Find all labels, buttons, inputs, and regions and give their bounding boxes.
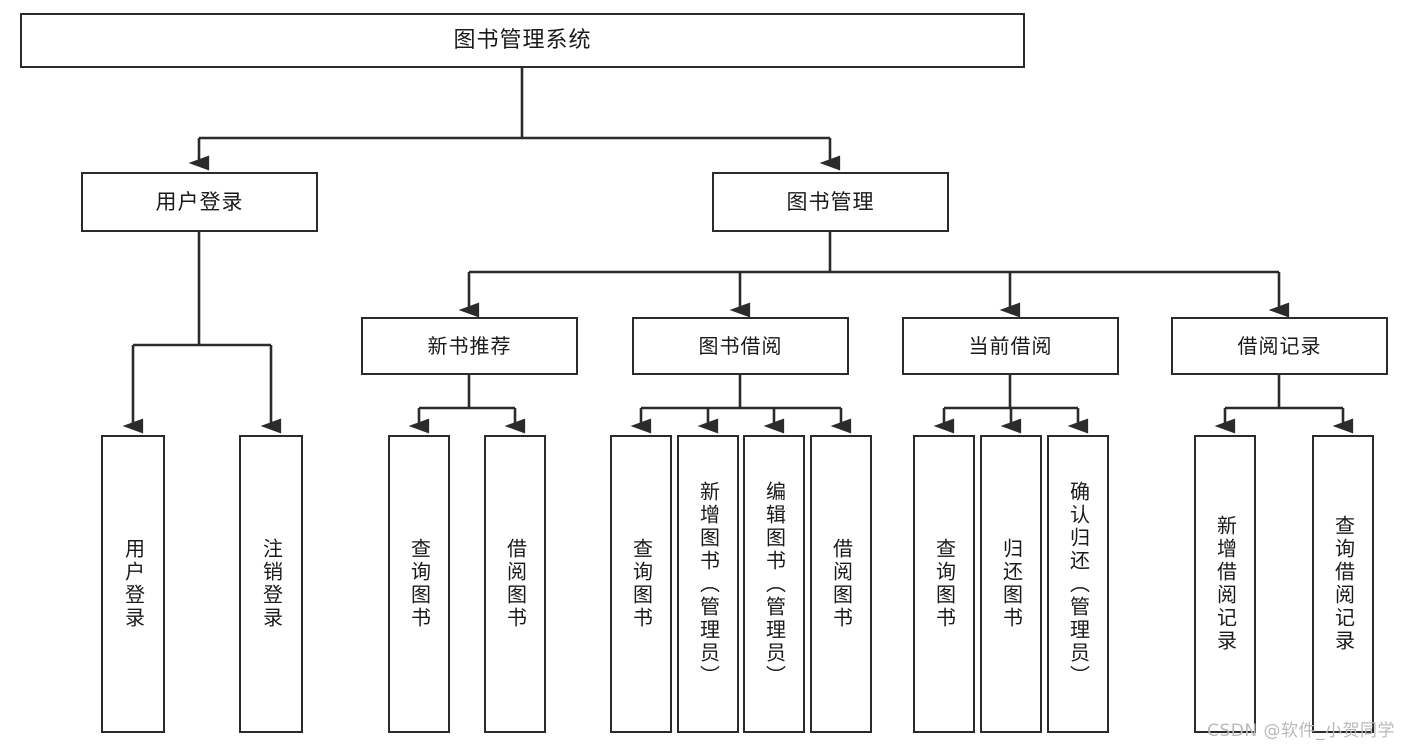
leaf-borrow-book-1[interactable]: 借阅图书 <box>484 435 546 733</box>
leaf-add-book-label: 新增图书（管理员） <box>696 480 721 688</box>
node-current-borrow[interactable]: 当前借阅 <box>902 317 1119 375</box>
leaf-borrow-book-2[interactable]: 借阅图书 <box>810 435 872 733</box>
leaf-borrow-book-1-label: 借阅图书 <box>503 538 528 630</box>
leaf-borrow-book-2-label: 借阅图书 <box>829 538 854 630</box>
node-new-book-rec-label: 新书推荐 <box>427 333 512 358</box>
node-book-mgmt-label: 图书管理 <box>786 189 875 214</box>
node-user-login[interactable]: 用户登录 <box>81 172 318 232</box>
leaf-add-record[interactable]: 新增借阅记录 <box>1194 435 1256 733</box>
node-book-borrow[interactable]: 图书借阅 <box>632 317 849 375</box>
watermark: CSDN @软件_小贺同学 <box>1207 721 1395 741</box>
node-current-borrow-label: 当前借阅 <box>968 333 1053 358</box>
leaf-query-book-1[interactable]: 查询图书 <box>388 435 450 733</box>
leaf-logout[interactable]: 注销登录 <box>239 435 303 733</box>
leaf-return-book-label: 归还图书 <box>999 538 1024 630</box>
leaf-query-book-2-label: 查询图书 <box>629 538 654 630</box>
node-user-login-label: 用户登录 <box>155 189 244 214</box>
node-book-borrow-label: 图书借阅 <box>698 333 783 358</box>
leaf-query-record[interactable]: 查询借阅记录 <box>1312 435 1374 733</box>
node-book-mgmt[interactable]: 图书管理 <box>712 172 949 232</box>
leaf-logout-label: 注销登录 <box>259 538 284 630</box>
leaf-add-book[interactable]: 新增图书（管理员） <box>677 435 739 733</box>
node-root[interactable]: 图书管理系统 <box>20 13 1025 68</box>
leaf-user-login[interactable]: 用户登录 <box>101 435 165 733</box>
leaf-confirm-return[interactable]: 确认归还（管理员） <box>1047 435 1109 733</box>
leaf-edit-book[interactable]: 编辑图书（管理员） <box>743 435 805 733</box>
leaf-query-book-1-label: 查询图书 <box>407 538 432 630</box>
node-borrow-record-label: 借阅记录 <box>1237 333 1322 358</box>
leaf-query-book-3[interactable]: 查询图书 <box>913 435 975 733</box>
leaf-confirm-return-label: 确认归还（管理员） <box>1066 480 1091 688</box>
leaf-query-record-label: 查询借阅记录 <box>1331 515 1356 653</box>
leaf-query-book-2[interactable]: 查询图书 <box>610 435 672 733</box>
leaf-edit-book-label: 编辑图书（管理员） <box>762 480 787 688</box>
leaf-query-book-3-label: 查询图书 <box>932 538 957 630</box>
leaf-add-record-label: 新增借阅记录 <box>1213 515 1238 653</box>
node-borrow-record[interactable]: 借阅记录 <box>1171 317 1388 375</box>
node-root-label: 图书管理系统 <box>453 27 592 53</box>
node-new-book-rec[interactable]: 新书推荐 <box>361 317 578 375</box>
leaf-return-book[interactable]: 归还图书 <box>980 435 1042 733</box>
leaf-user-login-label: 用户登录 <box>121 538 146 630</box>
